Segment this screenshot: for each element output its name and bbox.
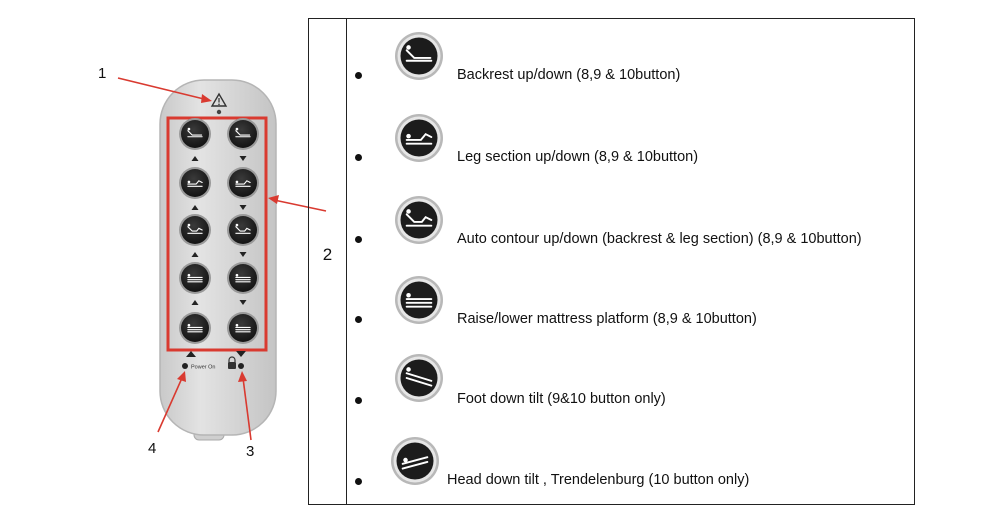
remote-function-button — [179, 214, 211, 246]
remote-function-button — [227, 312, 259, 344]
bullet — [355, 236, 362, 243]
up-arrow-marker — [191, 252, 199, 257]
backrest-icon — [395, 32, 443, 80]
lock-led — [238, 363, 244, 369]
legend-text-auto-contour: Auto contour up/down (backrest & leg sec… — [457, 231, 862, 247]
down-arrow-marker — [239, 156, 247, 161]
callout-2-arrow — [273, 199, 327, 212]
button-legend-table: 2 Backrest up/down (8,9 & 10button) Leg … — [308, 18, 915, 505]
power-on-led — [182, 363, 188, 369]
callout-3-arrow — [242, 377, 252, 441]
legend-row-platform: Raise/lower mattress platform (8,9 & 10b… — [346, 273, 914, 353]
legend-text-foot-down-tilt: Foot down tilt (9&10 button only) — [457, 391, 666, 407]
legend-text-leg-section: Leg section up/down (8,9 & 10button) — [457, 149, 699, 165]
legend-row-backrest: Backrest up/down (8,9 & 10button) — [346, 29, 914, 109]
up-arrow-marker — [191, 205, 199, 210]
remote-function-button — [179, 262, 211, 294]
legend-text-head-down-tilt: Head down tilt , Trendelenburg (10 butto… — [447, 472, 750, 488]
remote-function-button — [227, 262, 259, 294]
auto-contour-icon — [395, 196, 443, 244]
remote-function-button — [227, 118, 259, 150]
callout-4-label: 4 — [148, 440, 157, 457]
legend-number-column — [309, 19, 347, 504]
lock-icon — [228, 356, 236, 369]
legend-row-auto-contour: Auto contour up/down (backrest & leg sec… — [346, 193, 914, 273]
down-arrow-marker — [239, 300, 247, 305]
bullet — [355, 72, 362, 79]
down-arrow-marker — [239, 252, 247, 257]
up-arrow-marker — [191, 300, 199, 305]
head-down-tilt-icon — [391, 437, 439, 485]
bullet — [355, 154, 362, 161]
bullet — [355, 478, 362, 485]
remote-function-button — [179, 118, 211, 150]
legend-text-backrest: Backrest up/down (8,9 & 10button) — [457, 67, 681, 83]
remote-function-button — [179, 167, 211, 199]
remote-function-button — [179, 312, 211, 344]
foot-down-tilt-icon — [395, 354, 443, 402]
function-buttons-frame — [166, 116, 268, 352]
callout-1-arrow — [117, 77, 209, 101]
legend-row-head-down-tilt: Head down tilt , Trendelenburg (10 butto… — [346, 432, 914, 512]
lower-left-arrow — [186, 351, 196, 357]
function-button-grid — [179, 118, 259, 344]
down-arrow-marker — [239, 205, 247, 210]
callout-3-label: 3 — [246, 443, 255, 460]
legend-text-platform: Raise/lower mattress platform (8,9 & 10b… — [457, 311, 757, 327]
callout-4-arrow — [157, 377, 183, 433]
platform-icon — [395, 276, 443, 324]
remote-function-button — [227, 167, 259, 199]
legend-row-foot-down-tilt: Foot down tilt (9&10 button only) — [346, 353, 914, 433]
bullet — [355, 397, 362, 404]
power-on-label: Power On — [191, 365, 215, 371]
up-arrow-marker — [191, 156, 199, 161]
remote-function-button — [227, 214, 259, 246]
legend-row-leg-section: Leg section up/down (8,9 & 10button) — [346, 111, 914, 191]
legend-number: 2 — [322, 245, 333, 264]
bullet — [355, 316, 362, 323]
lower-right-arrow — [236, 351, 246, 357]
warning-icon — [210, 92, 228, 115]
leg-section-icon — [395, 114, 443, 162]
callout-1-label: 1 — [98, 65, 107, 82]
